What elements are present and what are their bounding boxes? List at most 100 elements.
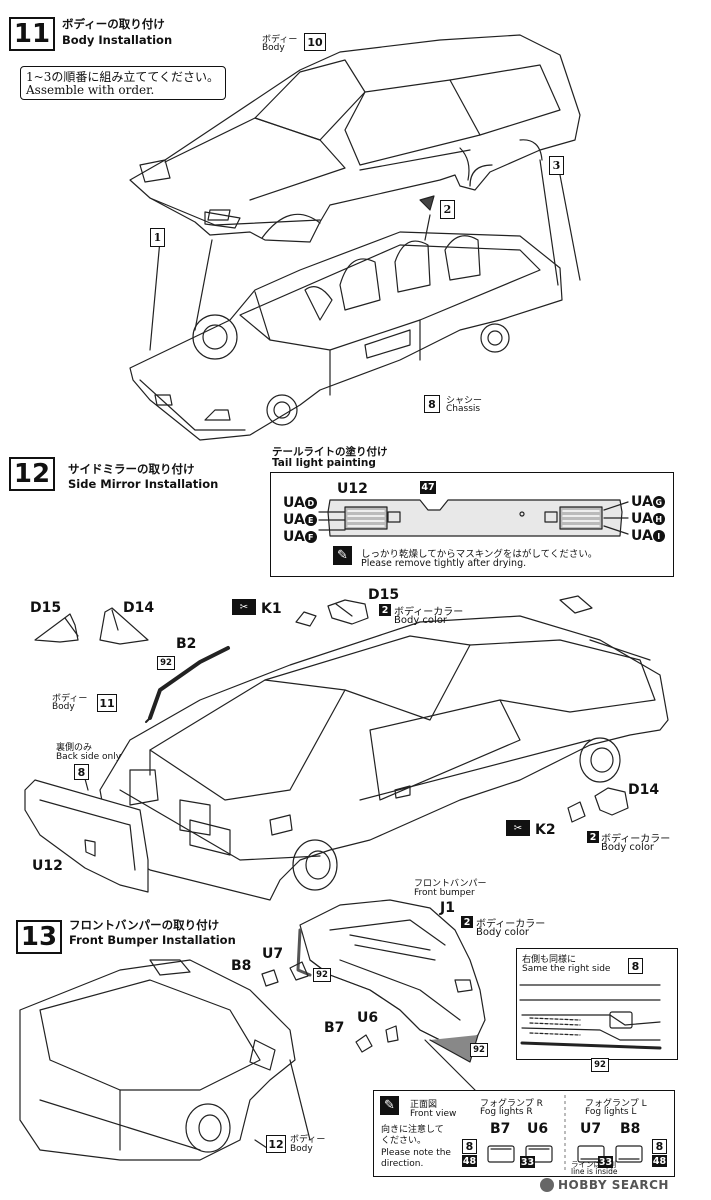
fog-ref-33-right: 33 (598, 1156, 613, 1168)
b2-ref-92: 92 (157, 656, 175, 670)
back-side-ref-8: 8 (74, 764, 89, 780)
step-12-number: 12 (9, 457, 55, 491)
bumper-color-ja: ボディーカラー (476, 919, 546, 930)
step-11-body-label-en: Body (262, 43, 285, 53)
decal-k1-label: K1 (261, 601, 282, 617)
b2-label: B2 (176, 636, 197, 652)
same-side-ref-92: 92 (591, 1058, 609, 1072)
j1-label: J1 (440, 900, 455, 916)
same-side-ja: 右側も同様に (522, 955, 577, 965)
fog-b7: B7 (490, 1121, 511, 1137)
decal-icon-k2: ✂ (506, 820, 530, 836)
step-12-title-en: Side Mirror Installation (68, 477, 219, 491)
paint-ref-2-bumper: 2 (461, 916, 473, 928)
fog-r-ja: フォグランプ R (480, 1099, 543, 1109)
fog-b8: B8 (620, 1121, 641, 1137)
decal-icon-k1: ✂ (232, 599, 256, 615)
line-inside-en: line is inside (571, 1167, 618, 1176)
u12-label: U12 (32, 858, 63, 874)
body-color-ja-lower: ボディーカラー (601, 834, 671, 845)
bumper-color-en: Body color (476, 927, 530, 938)
mask-note-ja: しっかり乾燥してからマスキングをはがしてください。 (361, 549, 598, 560)
chassis-ref-8: 8 (424, 395, 440, 413)
chassis-label-en: Chassis (446, 404, 481, 414)
fog-ref-48-right: 48 (652, 1155, 667, 1167)
line-inside-ja: ラインは内側 (571, 1160, 616, 1169)
step-13-body-label-en: Body (290, 1144, 313, 1154)
front-view-panel (373, 1090, 675, 1177)
fog-l-en: Fog lights L (585, 1107, 637, 1117)
ref-92-b: 92 (470, 1043, 488, 1057)
mirror-d14-label: D14 (123, 600, 155, 616)
u6-label: U6 (357, 1010, 379, 1026)
same-side-en: Same the right side (522, 964, 611, 974)
step-13-title-ja: フロントバンパーの取り付け (69, 918, 220, 932)
chassis-label-ja: シャシー (446, 396, 483, 406)
fog-r-en: Fog lights R (480, 1107, 533, 1117)
paint-ref-2-upper: 2 (379, 604, 391, 616)
back-side-en: Back side only (56, 752, 122, 762)
step-12-body-label-en: Body (52, 702, 75, 712)
step-11-title-en: Body Installation (62, 33, 173, 47)
watermark: HOBBY SEARCH (540, 1178, 669, 1192)
order-marker-3: 3 (549, 156, 564, 175)
watermark-logo-icon (540, 1178, 554, 1192)
decal-k2-label: K2 (535, 822, 556, 838)
step-11-number: 11 (9, 17, 55, 51)
fog-u7: U7 (580, 1121, 602, 1137)
order-marker-1: 1 (150, 228, 165, 247)
bumper-label-en: Front bumper (414, 888, 475, 898)
front-view-ja: 正面図 (410, 1100, 438, 1110)
brush-icon: ✎ (333, 546, 352, 565)
same-side-ref-8: 8 (628, 958, 643, 974)
paint-ref-2-lower: 2 (587, 831, 599, 843)
order-marker-2: 2 (440, 200, 455, 219)
watermark-text: HOBBY SEARCH (558, 1178, 669, 1192)
body-ref-12: 12 (266, 1135, 286, 1153)
direction-en: Please note the direction. (381, 1148, 451, 1169)
body-color-en-lower: Body color (601, 842, 655, 853)
bumper-label-ja: フロントバンパー (414, 879, 487, 889)
body-ref-11: 11 (97, 694, 117, 712)
assembly-order-note: 1~3の順番に組み立ててください。 Assemble with order. (20, 66, 226, 100)
d14-label-right: D14 (628, 782, 660, 798)
step-12-body-label-ja: ボディー (52, 694, 88, 704)
tail-title-en: Tail light painting (272, 457, 376, 469)
fog-ref-8-left: 8 (462, 1139, 477, 1154)
d15-label-upper: D15 (368, 587, 400, 603)
tail-u12-label: U12 (337, 481, 368, 497)
body-ref-10: 10 (304, 33, 326, 51)
body-color-en-upper: Body color (394, 615, 448, 626)
front-view-en: Front view (410, 1109, 457, 1119)
mirror-d15-label: D15 (30, 600, 62, 616)
u7-label: U7 (262, 946, 284, 962)
fog-ref-8-right: 8 (652, 1139, 667, 1154)
fog-l-ja: フォグランプ L (585, 1099, 647, 1109)
direction-ja: 向きに注意してください。 (381, 1125, 444, 1146)
fog-ref-33-left: 33 (520, 1156, 535, 1168)
note-en: Assemble with order. (26, 83, 155, 97)
step-13-title-en: Front Bumper Installation (69, 933, 236, 947)
ref-92-a: 92 (313, 968, 331, 982)
b8-label: B8 (231, 958, 252, 974)
tail-title-ja: テールライトの塗り付け (272, 446, 388, 458)
mask-note-en: Please remove tightly after drying. (361, 558, 527, 569)
back-side-ja: 裏側のみ (56, 743, 93, 753)
step-13-number: 13 (16, 920, 62, 954)
tail-light-panel (270, 472, 674, 577)
b7-label: B7 (324, 1020, 345, 1036)
note-ja: 1~3の順番に組み立ててください。 (26, 70, 219, 84)
step-11-title-ja: ボディーの取り付け (62, 17, 165, 31)
brush-icon-2: ✎ (380, 1096, 399, 1115)
fog-u6: U6 (527, 1121, 549, 1137)
step-11-body-label-ja: ボディー (262, 35, 298, 45)
step-12-title-ja: サイドミラーの取り付け (68, 462, 195, 476)
